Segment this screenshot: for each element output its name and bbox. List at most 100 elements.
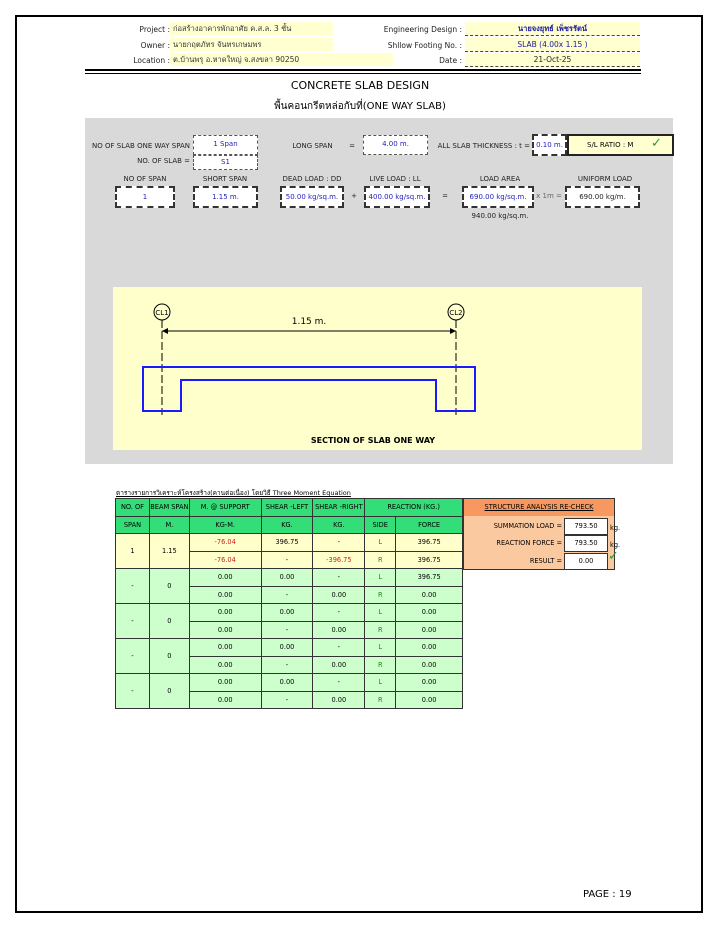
side-cell: L bbox=[364, 603, 397, 622]
moment-cell: 0.00 bbox=[188, 603, 262, 622]
page-subtitle: พื้นคอนกรีตหล่อกับที่(ONE WAY SLAB) bbox=[274, 101, 446, 112]
col-header: SHEAR -RIGHT bbox=[312, 498, 366, 517]
shear-left-cell: 0.00 bbox=[260, 673, 314, 692]
moment-cell: 0.00 bbox=[188, 585, 262, 604]
short-span-field[interactable]: 1.15 m. bbox=[193, 186, 258, 208]
load-area-field[interactable]: 690.00 kg/sq.m. bbox=[462, 186, 534, 208]
beam-span: 0 bbox=[148, 638, 190, 674]
load-area-label: LOAD AREA bbox=[479, 175, 521, 183]
engineering-label: Engineering Design : bbox=[383, 25, 462, 34]
page-number: PAGE : 19 bbox=[583, 889, 632, 900]
shear-left-cell: - bbox=[260, 655, 314, 674]
shear-right-cell: -396.75 bbox=[312, 550, 366, 569]
page-border bbox=[15, 15, 703, 913]
col-unit: KG. bbox=[312, 515, 366, 534]
recheck-title: STRUCTURE ANALYSIS RE-CHECK bbox=[464, 499, 614, 516]
moment-cell: 0.00 bbox=[188, 620, 262, 639]
shear-right-cell: - bbox=[312, 568, 366, 587]
moment-cell: 0.00 bbox=[188, 673, 262, 692]
moment-cell: 0.00 bbox=[188, 655, 262, 674]
dead-load-field[interactable]: 50.00 kg/sq.m. bbox=[280, 186, 344, 208]
beam-span: 1.15 bbox=[148, 533, 190, 569]
summation-value: 793.50 bbox=[564, 518, 608, 535]
shear-left-cell: 0.00 bbox=[260, 603, 314, 622]
live-load-field[interactable]: 400.00 kg/sq.m. bbox=[364, 186, 430, 208]
shear-left-cell: 0.00 bbox=[260, 638, 314, 657]
col-unit: M. bbox=[148, 515, 190, 534]
force-cell: 396.75 bbox=[395, 568, 463, 587]
reaction-value: 793.50 bbox=[564, 535, 608, 552]
side-cell: L bbox=[364, 673, 397, 692]
x1m-text: x 1m = bbox=[536, 192, 562, 200]
shear-right-cell: 0.00 bbox=[312, 620, 366, 639]
col-unit: KG-M. bbox=[188, 515, 262, 534]
sl-ratio-box: S/L RATIO : M ✓ bbox=[567, 134, 674, 156]
no-span-field[interactable]: 1 bbox=[115, 186, 175, 208]
shear-right-cell: - bbox=[312, 603, 366, 622]
force-cell: 0.00 bbox=[395, 638, 463, 657]
force-cell: 0.00 bbox=[395, 655, 463, 674]
dead-load-label: DEAD LOAD : DD bbox=[282, 175, 342, 183]
sl-ratio-text: S/L RATIO : M bbox=[587, 141, 634, 149]
force-cell: 0.00 bbox=[395, 603, 463, 622]
col-header: NO. OF bbox=[115, 498, 150, 517]
col-unit: SPAN bbox=[115, 515, 150, 534]
long-span-field[interactable]: 4.00 m. bbox=[363, 135, 428, 155]
thickness-label: ALL SLAB THICKNESS : t = bbox=[437, 142, 530, 150]
shear-left-cell: - bbox=[260, 620, 314, 639]
shear-left-cell: 0.00 bbox=[260, 568, 314, 587]
footing-label: Shllow Footing No. : bbox=[387, 41, 462, 50]
project-label: Project : bbox=[139, 25, 170, 34]
shear-left-cell: - bbox=[260, 585, 314, 604]
shear-right-cell: 0.00 bbox=[312, 585, 366, 604]
date-value: 21-Oct-25 bbox=[465, 53, 640, 67]
slab-no-field[interactable]: S1 bbox=[193, 155, 258, 170]
total-load-text: 940.00 kg/sq.m. bbox=[471, 212, 529, 220]
span-number: - bbox=[115, 568, 150, 604]
col-unit: SIDE bbox=[364, 515, 397, 534]
shear-right-cell: 0.00 bbox=[312, 690, 366, 709]
side-cell: R bbox=[364, 620, 397, 639]
side-cell: R bbox=[364, 690, 397, 709]
cl2-label: CL2 bbox=[449, 309, 462, 317]
col-header: BEAM SPAN bbox=[148, 498, 190, 517]
page-title: CONCRETE SLAB DESIGN bbox=[290, 79, 430, 92]
one-way-span-field[interactable]: 1 Span bbox=[193, 135, 258, 155]
beam-span: 0 bbox=[148, 673, 190, 709]
span-number: - bbox=[115, 673, 150, 709]
equals-sign: = bbox=[349, 142, 355, 150]
uniform-load-field[interactable]: 690.00 kg/m. bbox=[565, 186, 640, 208]
header-divider bbox=[85, 69, 641, 74]
owner-label: Owner : bbox=[140, 41, 170, 50]
result-label: RESULT = bbox=[529, 557, 562, 565]
live-load-label: LIVE LOAD : LL bbox=[369, 175, 421, 183]
beam-span: 0 bbox=[148, 568, 190, 604]
span-number: - bbox=[115, 603, 150, 639]
side-cell: R bbox=[364, 655, 397, 674]
side-cell: L bbox=[364, 533, 397, 552]
project-value: ก่อสร้างอาคารพักอาศัย ค.ส.ล. 3 ชั้น bbox=[170, 22, 333, 35]
owner-value: นายกฤตภัทร จันทรเกษมพร bbox=[170, 38, 333, 51]
shear-right-cell: 0.00 bbox=[312, 655, 366, 674]
reaction-unit: kg. bbox=[610, 541, 621, 549]
col-unit: KG. bbox=[260, 515, 314, 534]
moment-cell: -76.04 bbox=[188, 550, 262, 569]
shear-right-cell: - bbox=[312, 533, 366, 552]
slab-outline bbox=[142, 366, 476, 412]
thickness-field[interactable]: 0.10 m. bbox=[532, 134, 567, 156]
force-cell: 396.75 bbox=[395, 533, 463, 552]
check-icon: ✓ bbox=[608, 549, 619, 564]
analysis-table-title: ตารางรายการวิเคราะห์โครงสร้าง(คานต่อเนื่… bbox=[116, 489, 351, 497]
moment-cell: -76.04 bbox=[188, 533, 262, 552]
location-value: ต.บ้านพรุ อ.หาดใหญ่ จ.สงขลา 90250 bbox=[170, 53, 393, 66]
